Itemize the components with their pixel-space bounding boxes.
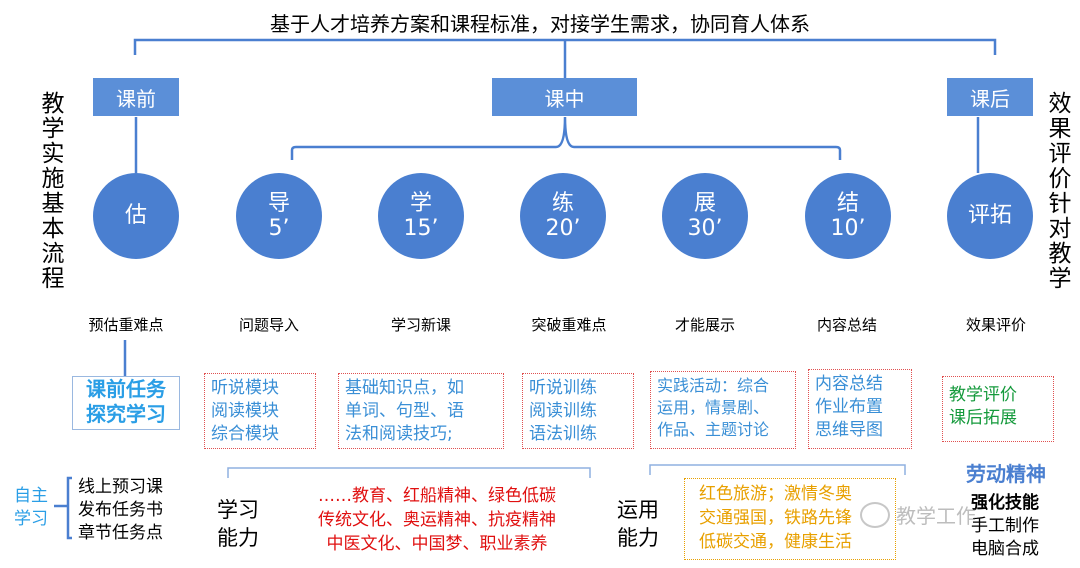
stage-circle-zhan: 展 30’ bbox=[662, 173, 748, 259]
list-item: 单词、句型、语 bbox=[345, 401, 464, 421]
self-study-label: 自主 学习 bbox=[14, 486, 48, 529]
stage-label-dao: 问题导入 bbox=[238, 316, 299, 334]
stage-label-lian: 突破重难点 bbox=[531, 316, 607, 334]
stage-name: 展 bbox=[693, 190, 716, 216]
phase-in: 课中 bbox=[492, 78, 637, 116]
applied-ability-box: 红色旅游；激情冬奥 交通强国，铁路先锋 低碳交通，健康生活 bbox=[684, 478, 896, 560]
list-item: 综合模块 bbox=[211, 424, 279, 444]
list-item: 思维导图 bbox=[815, 420, 883, 440]
content-box-dao: 听说模块 阅读模块 综合模块 bbox=[204, 373, 316, 449]
stage-label-ping: 效果评价 bbox=[965, 316, 1026, 334]
list-item: 法和阅读技巧; bbox=[345, 424, 453, 444]
pre-task-line: 探究学习 bbox=[86, 402, 166, 426]
skills-title: 强化技能 bbox=[971, 493, 1039, 513]
phase-post: 课后 bbox=[947, 78, 1033, 116]
stage-name: 学 bbox=[409, 190, 432, 216]
content-box-lian: 听说训练 阅读训练 语法训练 bbox=[522, 373, 634, 449]
list-item: 发布任务书 bbox=[78, 500, 163, 520]
learning-ability-content: ……教育、红船精神、绿色低碳 传统文化、奥运精神、抗疫精神 中医文化、中国梦、职… bbox=[284, 484, 590, 556]
list-item: 作品、主题讨论 bbox=[657, 420, 770, 439]
stage-name: 导 bbox=[267, 190, 290, 216]
stage-circle-dao: 导 5’ bbox=[236, 173, 322, 259]
list-item: 阅读训练 bbox=[529, 401, 597, 421]
content-box-xue: 基础知识点，如 单词、句型、语 法和阅读技巧; bbox=[338, 373, 504, 449]
stage-time: 10’ bbox=[830, 216, 866, 241]
stage-label-jie: 内容总结 bbox=[816, 316, 877, 334]
list-item: 中医文化、中国梦、职业素养 bbox=[326, 534, 548, 554]
list-item: 内容总结 bbox=[815, 374, 883, 394]
pre-task-line: 课前任务 bbox=[86, 377, 166, 401]
stage-time: 20’ bbox=[545, 216, 581, 241]
list-item: 听说模块 bbox=[211, 378, 279, 398]
wechat-icon bbox=[860, 501, 890, 528]
list-item: 教学评价 bbox=[949, 385, 1017, 405]
list-item: 基础知识点，如 bbox=[345, 378, 464, 398]
stage-time: 5’ bbox=[268, 216, 290, 241]
list-item: 章节任务点 bbox=[78, 523, 163, 543]
list-item: 实践活动：综合 bbox=[657, 376, 770, 395]
stage-name: 估 bbox=[124, 203, 147, 229]
content-box-jie: 内容总结 作业布置 思维导图 bbox=[808, 369, 912, 449]
self-study-list: 线上预习课 发布任务书 章节任务点 bbox=[78, 476, 163, 545]
stage-circle-xue: 学 15’ bbox=[378, 173, 464, 259]
phase-pre: 课前 bbox=[93, 78, 179, 116]
stage-label-zhan: 才能展示 bbox=[674, 316, 735, 334]
content-box-ping: 教学评价 课后拓展 bbox=[942, 376, 1054, 442]
list-item: 传统文化、奥运精神、抗疫精神 bbox=[318, 510, 556, 530]
stage-circle-lian: 练 20’ bbox=[520, 173, 606, 259]
stage-time: 15’ bbox=[403, 216, 439, 241]
diagram-title: 基于人才培养方案和课程标准，对接学生需求，协同育人体系 bbox=[270, 12, 810, 36]
left-vertical-text: 教学实施基本流程 bbox=[41, 91, 65, 292]
right-vertical-text: 效果评价针对教学 bbox=[1048, 91, 1072, 292]
list-item: 低碳交通，健康生活 bbox=[699, 532, 852, 552]
watermark: 教学工作 bbox=[860, 500, 976, 529]
list-item: 运用，情景剧、 bbox=[657, 398, 770, 417]
list-item: ……教育、红船精神、绿色低碳 bbox=[318, 486, 556, 506]
stage-name: 评拓 bbox=[967, 203, 1012, 229]
applied-ability-label: 运用 能力 bbox=[617, 498, 659, 550]
stage-name: 结 bbox=[836, 190, 859, 216]
stage-time: 30’ bbox=[687, 216, 723, 241]
pre-task-box: 课前任务 探究学习 bbox=[72, 376, 180, 430]
list-item: 手工制作 bbox=[971, 516, 1039, 536]
list-item: 听说训练 bbox=[529, 378, 597, 398]
list-item: 交通强国，铁路先锋 bbox=[699, 508, 852, 528]
stage-circle-jie: 结 10’ bbox=[805, 173, 891, 259]
list-item: 阅读模块 bbox=[211, 401, 279, 421]
list-item: 线上预习课 bbox=[78, 477, 163, 497]
list-item: 语法训练 bbox=[529, 424, 597, 444]
list-item: 红色旅游；激情冬奥 bbox=[699, 484, 852, 504]
list-item: 课后拓展 bbox=[949, 408, 1017, 428]
stage-name: 练 bbox=[551, 190, 574, 216]
labor-spirit: 劳动精神 bbox=[966, 462, 1046, 486]
stage-label-gu: 预估重难点 bbox=[88, 316, 164, 334]
learning-ability-label: 学习 能力 bbox=[217, 498, 259, 550]
stage-circle-gu: 估 bbox=[93, 173, 179, 259]
list-item: 作业布置 bbox=[815, 397, 883, 417]
content-box-zhan: 实践活动：综合 运用，情景剧、 作品、主题讨论 bbox=[650, 371, 796, 449]
skills-block: 强化技能 手工制作 电脑合成 bbox=[950, 492, 1060, 561]
stage-label-xue: 学习新课 bbox=[390, 316, 451, 334]
list-item: 电脑合成 bbox=[971, 539, 1039, 559]
stage-circle-pingtuo: 评拓 bbox=[947, 173, 1033, 259]
watermark-text: 教学工作 bbox=[896, 504, 976, 528]
